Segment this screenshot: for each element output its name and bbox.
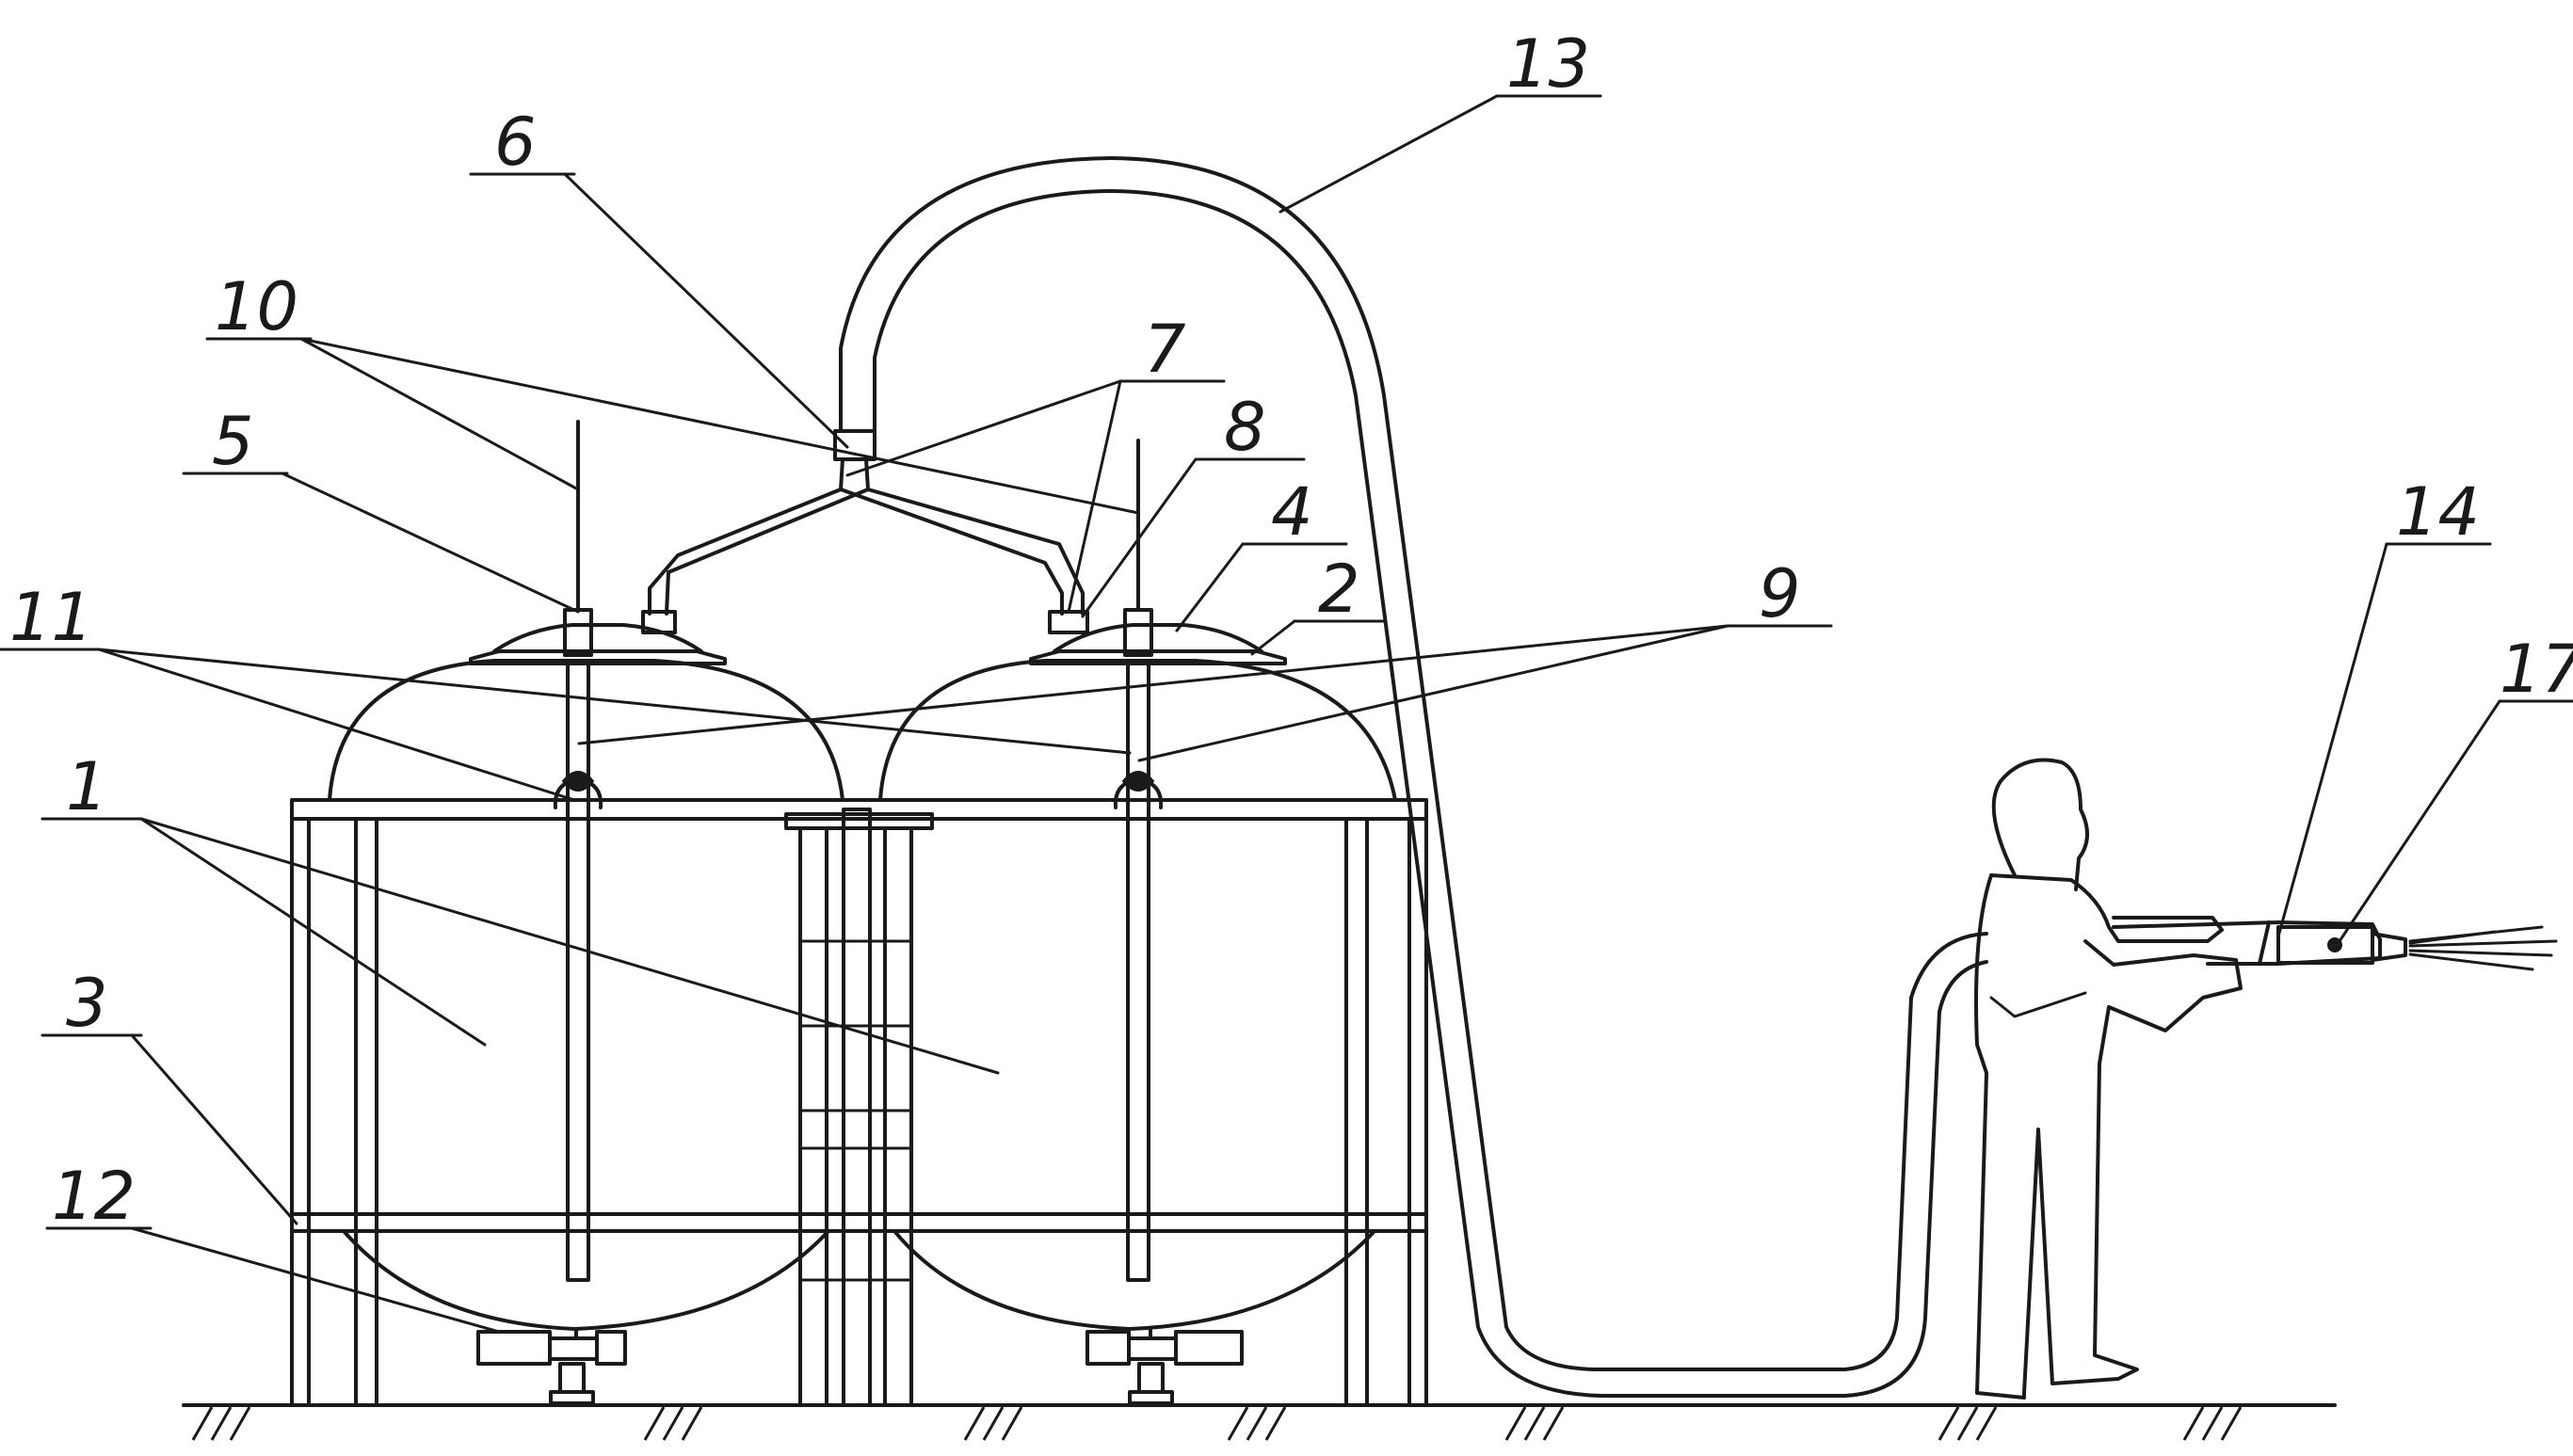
callout-13: 13 — [1506, 25, 1590, 103]
callout-10: 10 — [215, 268, 298, 345]
left-tank — [328, 420, 844, 1405]
operator-figure — [1974, 758, 2243, 1400]
callout-3: 3 — [66, 965, 108, 1042]
support-frame — [290, 798, 1428, 1407]
callout-8: 8 — [1224, 389, 1266, 466]
callout-11: 11 — [9, 579, 93, 656]
right-tank — [878, 439, 1397, 1405]
callout-9: 9 — [1759, 555, 1801, 632]
callout-12: 12 — [52, 1158, 136, 1235]
callout-14: 14 — [2396, 473, 2480, 551]
callout-6: 6 — [494, 104, 537, 181]
callout-leaders — [0, 94, 2573, 1334]
callout-labels: 13 6 10 7 8 5 4 2 11 9 1 3 12 14 17 — [9, 25, 2573, 1235]
ground — [182, 1403, 2337, 1441]
callout-2: 2 — [1318, 551, 1360, 628]
spray-gun — [2112, 920, 2558, 971]
callout-5: 5 — [212, 403, 254, 480]
ground-hatching — [191, 1406, 2243, 1441]
callout-17: 17 — [2500, 631, 2573, 708]
callout-1: 1 — [66, 748, 108, 825]
supply-hose — [839, 156, 1988, 1398]
callout-4: 4 — [1271, 473, 1313, 551]
callout-7: 7 — [1144, 311, 1186, 388]
manifold-pipes — [641, 429, 1089, 634]
